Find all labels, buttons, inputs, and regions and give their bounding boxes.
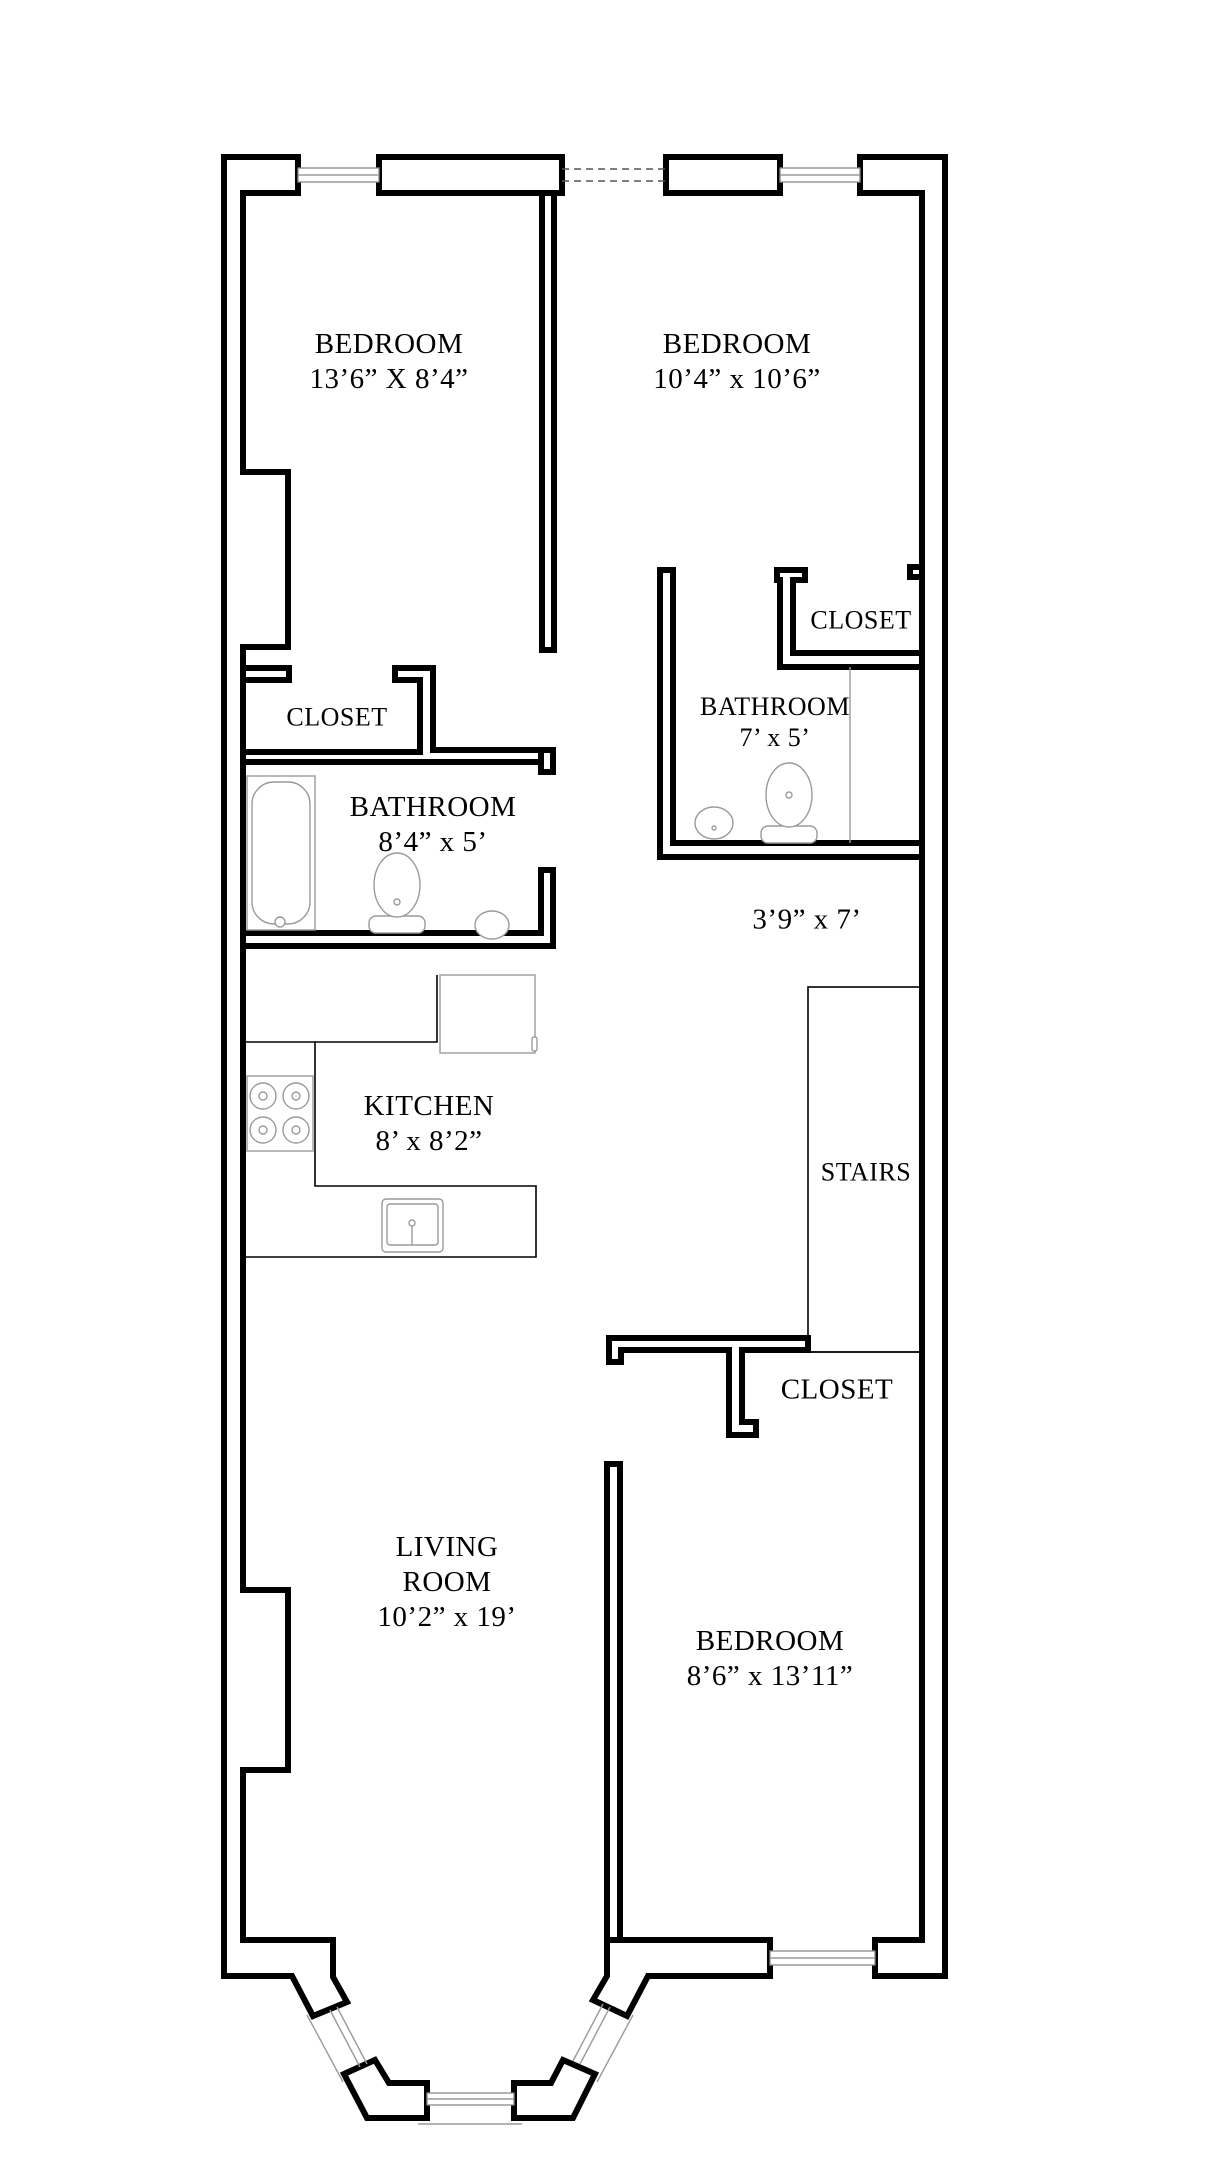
sliding-door-icon — [562, 168, 666, 182]
window-icon — [418, 2092, 522, 2125]
room-label-closet-2: CLOSET — [810, 604, 911, 635]
interior-wall-bedroom-3 — [604, 1461, 623, 1943]
outer-wall-right — [857, 154, 948, 1979]
room-name: KITCHEN — [363, 1090, 495, 1123]
room-label-closet-1: CLOSET — [286, 701, 387, 732]
stove-icon — [246, 1075, 314, 1152]
room-label-kitchen: KITCHEN 8’ x 8’2” — [364, 1089, 495, 1159]
window-icon — [769, 1950, 876, 1966]
closet-1-wall-stub — [240, 665, 292, 683]
room-dimensions: 13’6” X 8’4” — [309, 363, 469, 395]
room-name: CLOSET — [810, 605, 912, 635]
closet-2-wall — [774, 567, 925, 670]
top-wall-block-1 — [376, 154, 565, 196]
top-wall-block-2 — [663, 154, 783, 196]
room-name-line-1: LIVING — [395, 1530, 499, 1563]
interior-wall-bedrooms — [539, 190, 557, 653]
bottom-wall-block — [588, 1937, 773, 2020]
room-dimensions: 8’4” x 5’ — [378, 826, 488, 858]
room-label-bedroom-3: BEDROOM 8’6” x 13’11” — [687, 1624, 853, 1694]
room-dimensions: 8’6” x 13’11” — [686, 1660, 854, 1692]
bay-wall-block-left — [339, 2056, 430, 2121]
sink-icon — [694, 806, 734, 840]
toilet-icon — [760, 762, 818, 844]
room-dimensions: 7’ x 5’ — [739, 723, 811, 752]
refrigerator-icon — [439, 974, 538, 1054]
window-icon — [297, 167, 380, 183]
room-label-closet-3: CLOSET — [781, 1373, 894, 1408]
window-icon — [779, 167, 861, 183]
room-name: BATHROOM — [349, 791, 517, 824]
room-name: STAIRS — [820, 1157, 912, 1187]
bay-wall-block-right — [511, 2056, 600, 2121]
room-name: BEDROOM — [314, 328, 464, 361]
room-name: CLOSET — [286, 702, 388, 732]
room-name: BATHROOM — [700, 691, 850, 721]
room-dimensions: 10’4” x 10’6” — [653, 363, 821, 395]
kitchen-sink-icon — [381, 1198, 444, 1253]
room-label-living-room: LIVING ROOM 10’2” x 19’ — [377, 1530, 516, 1634]
window-icon — [572, 2003, 634, 2083]
room-name-line-2: ROOM — [402, 1565, 492, 1598]
room-name: BEDROOM — [662, 328, 812, 361]
toilet-icon — [368, 852, 426, 934]
closet-3-wall — [606, 1335, 811, 1438]
bathroom-2-wall — [657, 567, 925, 860]
sink-icon — [474, 910, 510, 940]
room-name: CLOSET — [780, 1373, 894, 1406]
closet-2-door-stub — [907, 564, 925, 580]
window-icon — [306, 2006, 368, 2083]
closet-1-wall — [240, 665, 556, 765]
outer-wall-left — [221, 154, 352, 2020]
room-dimensions: 3’9” x 7’ — [752, 903, 862, 936]
bathroom-1-door-stub — [538, 747, 556, 775]
room-label-bathroom-2: BATHROOM 7’ x 5’ — [700, 691, 850, 753]
room-label-bathroom-1: BATHROOM 8’4” x 5’ — [350, 790, 517, 860]
kitchen-counter — [246, 975, 537, 1258]
bathroom-1-wall — [240, 867, 556, 949]
room-dimensions: 8’ x 8’2” — [375, 1125, 483, 1157]
room-label-bedroom-1: BEDROOM 13’6” X 8’4” — [309, 327, 468, 397]
bathtub-icon — [246, 775, 316, 931]
room-label-stairs: STAIRS — [821, 1156, 912, 1187]
room-label-bedroom-2: BEDROOM 10’4” x 10’6” — [653, 327, 821, 397]
room-name: BEDROOM — [695, 1625, 845, 1658]
room-dimensions: 10’2” x 19’ — [377, 1600, 517, 1633]
room-label-hallway: 3’9” x 7’ — [752, 903, 861, 938]
